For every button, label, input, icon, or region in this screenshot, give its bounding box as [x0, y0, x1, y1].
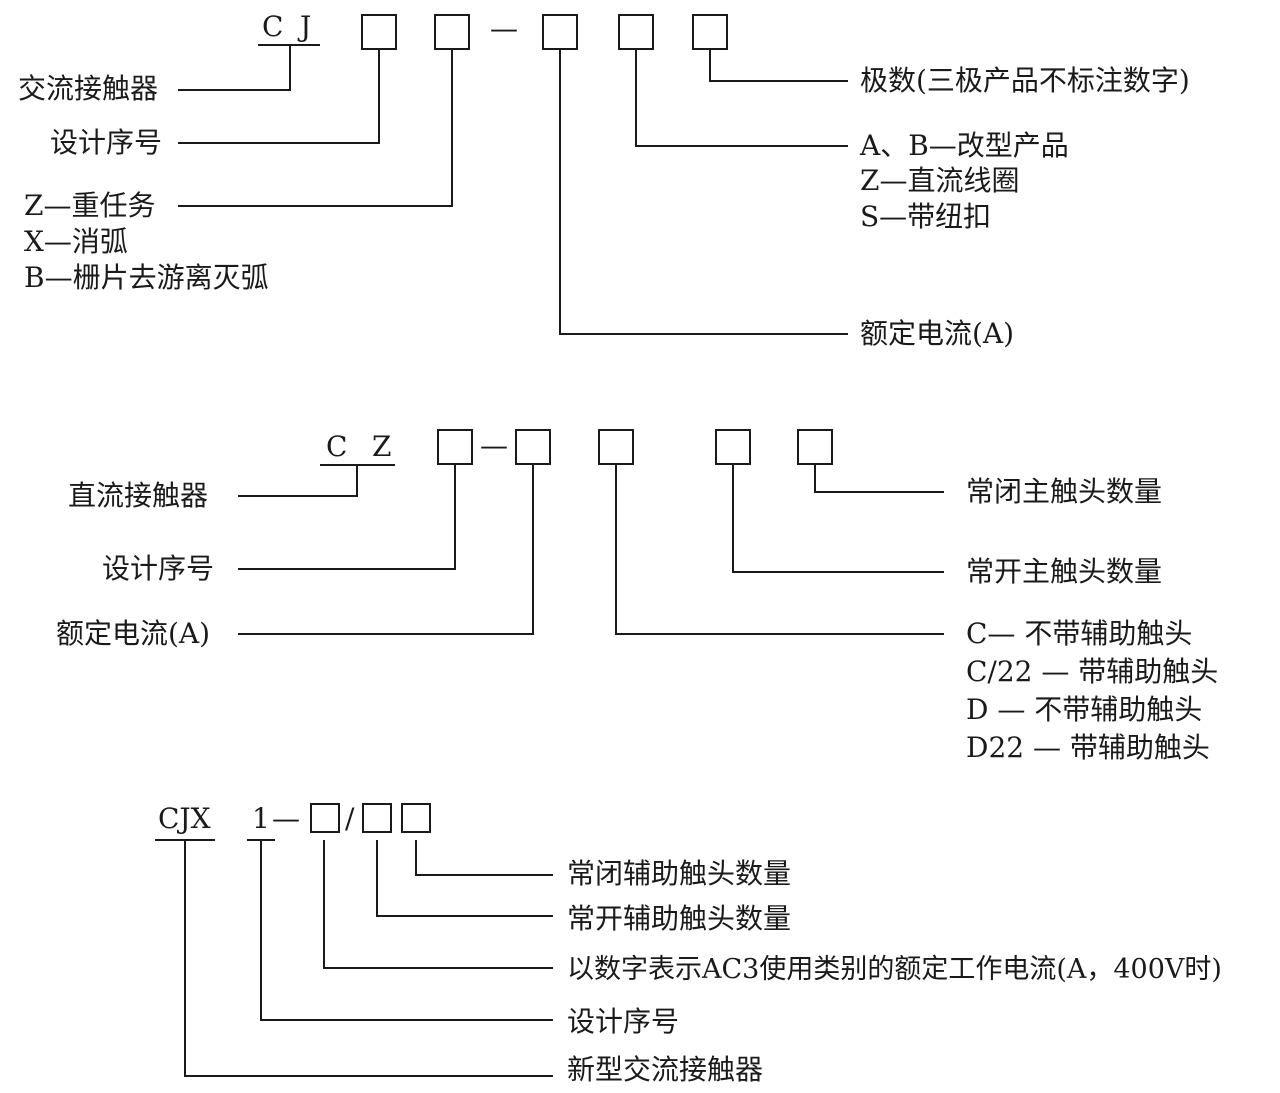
d2-prefix-z: Z [372, 430, 392, 463]
d2-line-c [615, 465, 944, 635]
d2-label-c22: C/22 — 带辅助触头 [966, 655, 1219, 688]
d1-label-x: X—消弧 [24, 225, 128, 258]
d2-line-type [238, 465, 358, 497]
d2-label-d22: D22 — 带辅助触头 [966, 731, 1210, 764]
d3-label-design: 设计序号 [567, 1005, 680, 1038]
d1-box-current [542, 14, 578, 50]
d2-label-no-main: 常开主触头数量 [966, 555, 1163, 588]
d3-label-nc-aux: 常闭辅助触头数量 [567, 857, 792, 890]
d1-line-type [178, 45, 291, 91]
d2-prefix-c: C [326, 430, 348, 463]
d1-dash: — [490, 12, 518, 45]
d2-box-design [437, 429, 473, 465]
d1-box-poles [692, 14, 728, 50]
d2-line-nc-main [814, 465, 944, 493]
d3-line-nc-aux [415, 840, 553, 876]
d2-line-current [238, 465, 534, 635]
d3-line-type [184, 840, 553, 1077]
d1-label-poles: 极数(三极产品不标注数字) [860, 64, 1190, 97]
d3-label-no-aux: 常开辅助触头数量 [567, 902, 792, 935]
d1-box-design [361, 14, 397, 50]
d3-label-type: 新型交流接触器 [567, 1053, 764, 1086]
d1-label-zdc: Z—直流线圈 [860, 164, 1020, 197]
d3-prefix: CJX [158, 802, 211, 835]
d1-prefix-j: J [300, 10, 312, 43]
d1-box-z [434, 14, 470, 50]
d2-box-no-main [715, 429, 751, 465]
d2-box-aux [598, 429, 634, 465]
d2-label-type: 直流接触器 [68, 479, 209, 512]
d3-number: 1 [252, 802, 270, 835]
d2-box-nc-main [797, 429, 833, 465]
d1-label-b: B—栅片去游离灭弧 [24, 261, 269, 294]
d3-box-current [310, 803, 340, 833]
d2-label-c: C— 不带辅助触头 [966, 617, 1193, 650]
d1-label-z: Z—重任务 [24, 189, 156, 222]
d1-label-type: 交流接触器 [18, 72, 159, 105]
d1-line-poles [709, 50, 848, 82]
d3-slash: / [345, 802, 355, 835]
d1-prefix-c: C [262, 10, 284, 43]
d2-line-design [238, 465, 456, 570]
d1-line-z [178, 50, 453, 207]
d2-line-no-main [732, 465, 944, 573]
d1-box-ab [618, 14, 654, 50]
d2-dash: — [480, 429, 508, 462]
d2-label-design: 设计序号 [102, 552, 215, 585]
d2-label-current: 额定电流(A) [56, 617, 211, 650]
d3-label-current: 以数字表示AC3使用类别的额定工作电流(A，400V时) [567, 954, 1222, 985]
d3-box-no-aux [362, 803, 392, 833]
d2-label-nc-main: 常闭主触头数量 [966, 475, 1163, 508]
d3-box-nc-aux [401, 803, 431, 833]
d2-label-d: D — 不带辅助触头 [966, 693, 1203, 726]
d3-line-current [323, 840, 553, 969]
d3-line-design [260, 840, 553, 1021]
d1-label-s: S—带纽扣 [860, 200, 992, 233]
d1-label-ab: A、B—改型产品 [860, 129, 1069, 162]
d1-line-design [178, 50, 380, 144]
d1-label-design: 设计序号 [50, 126, 163, 159]
d1-line-ab [635, 50, 848, 147]
d3-line-no-aux [376, 840, 553, 917]
d1-label-current: 额定电流(A) [860, 317, 1015, 350]
d3-dash: — [272, 802, 300, 835]
d2-box-current [515, 429, 551, 465]
d1-line-current [559, 50, 848, 335]
